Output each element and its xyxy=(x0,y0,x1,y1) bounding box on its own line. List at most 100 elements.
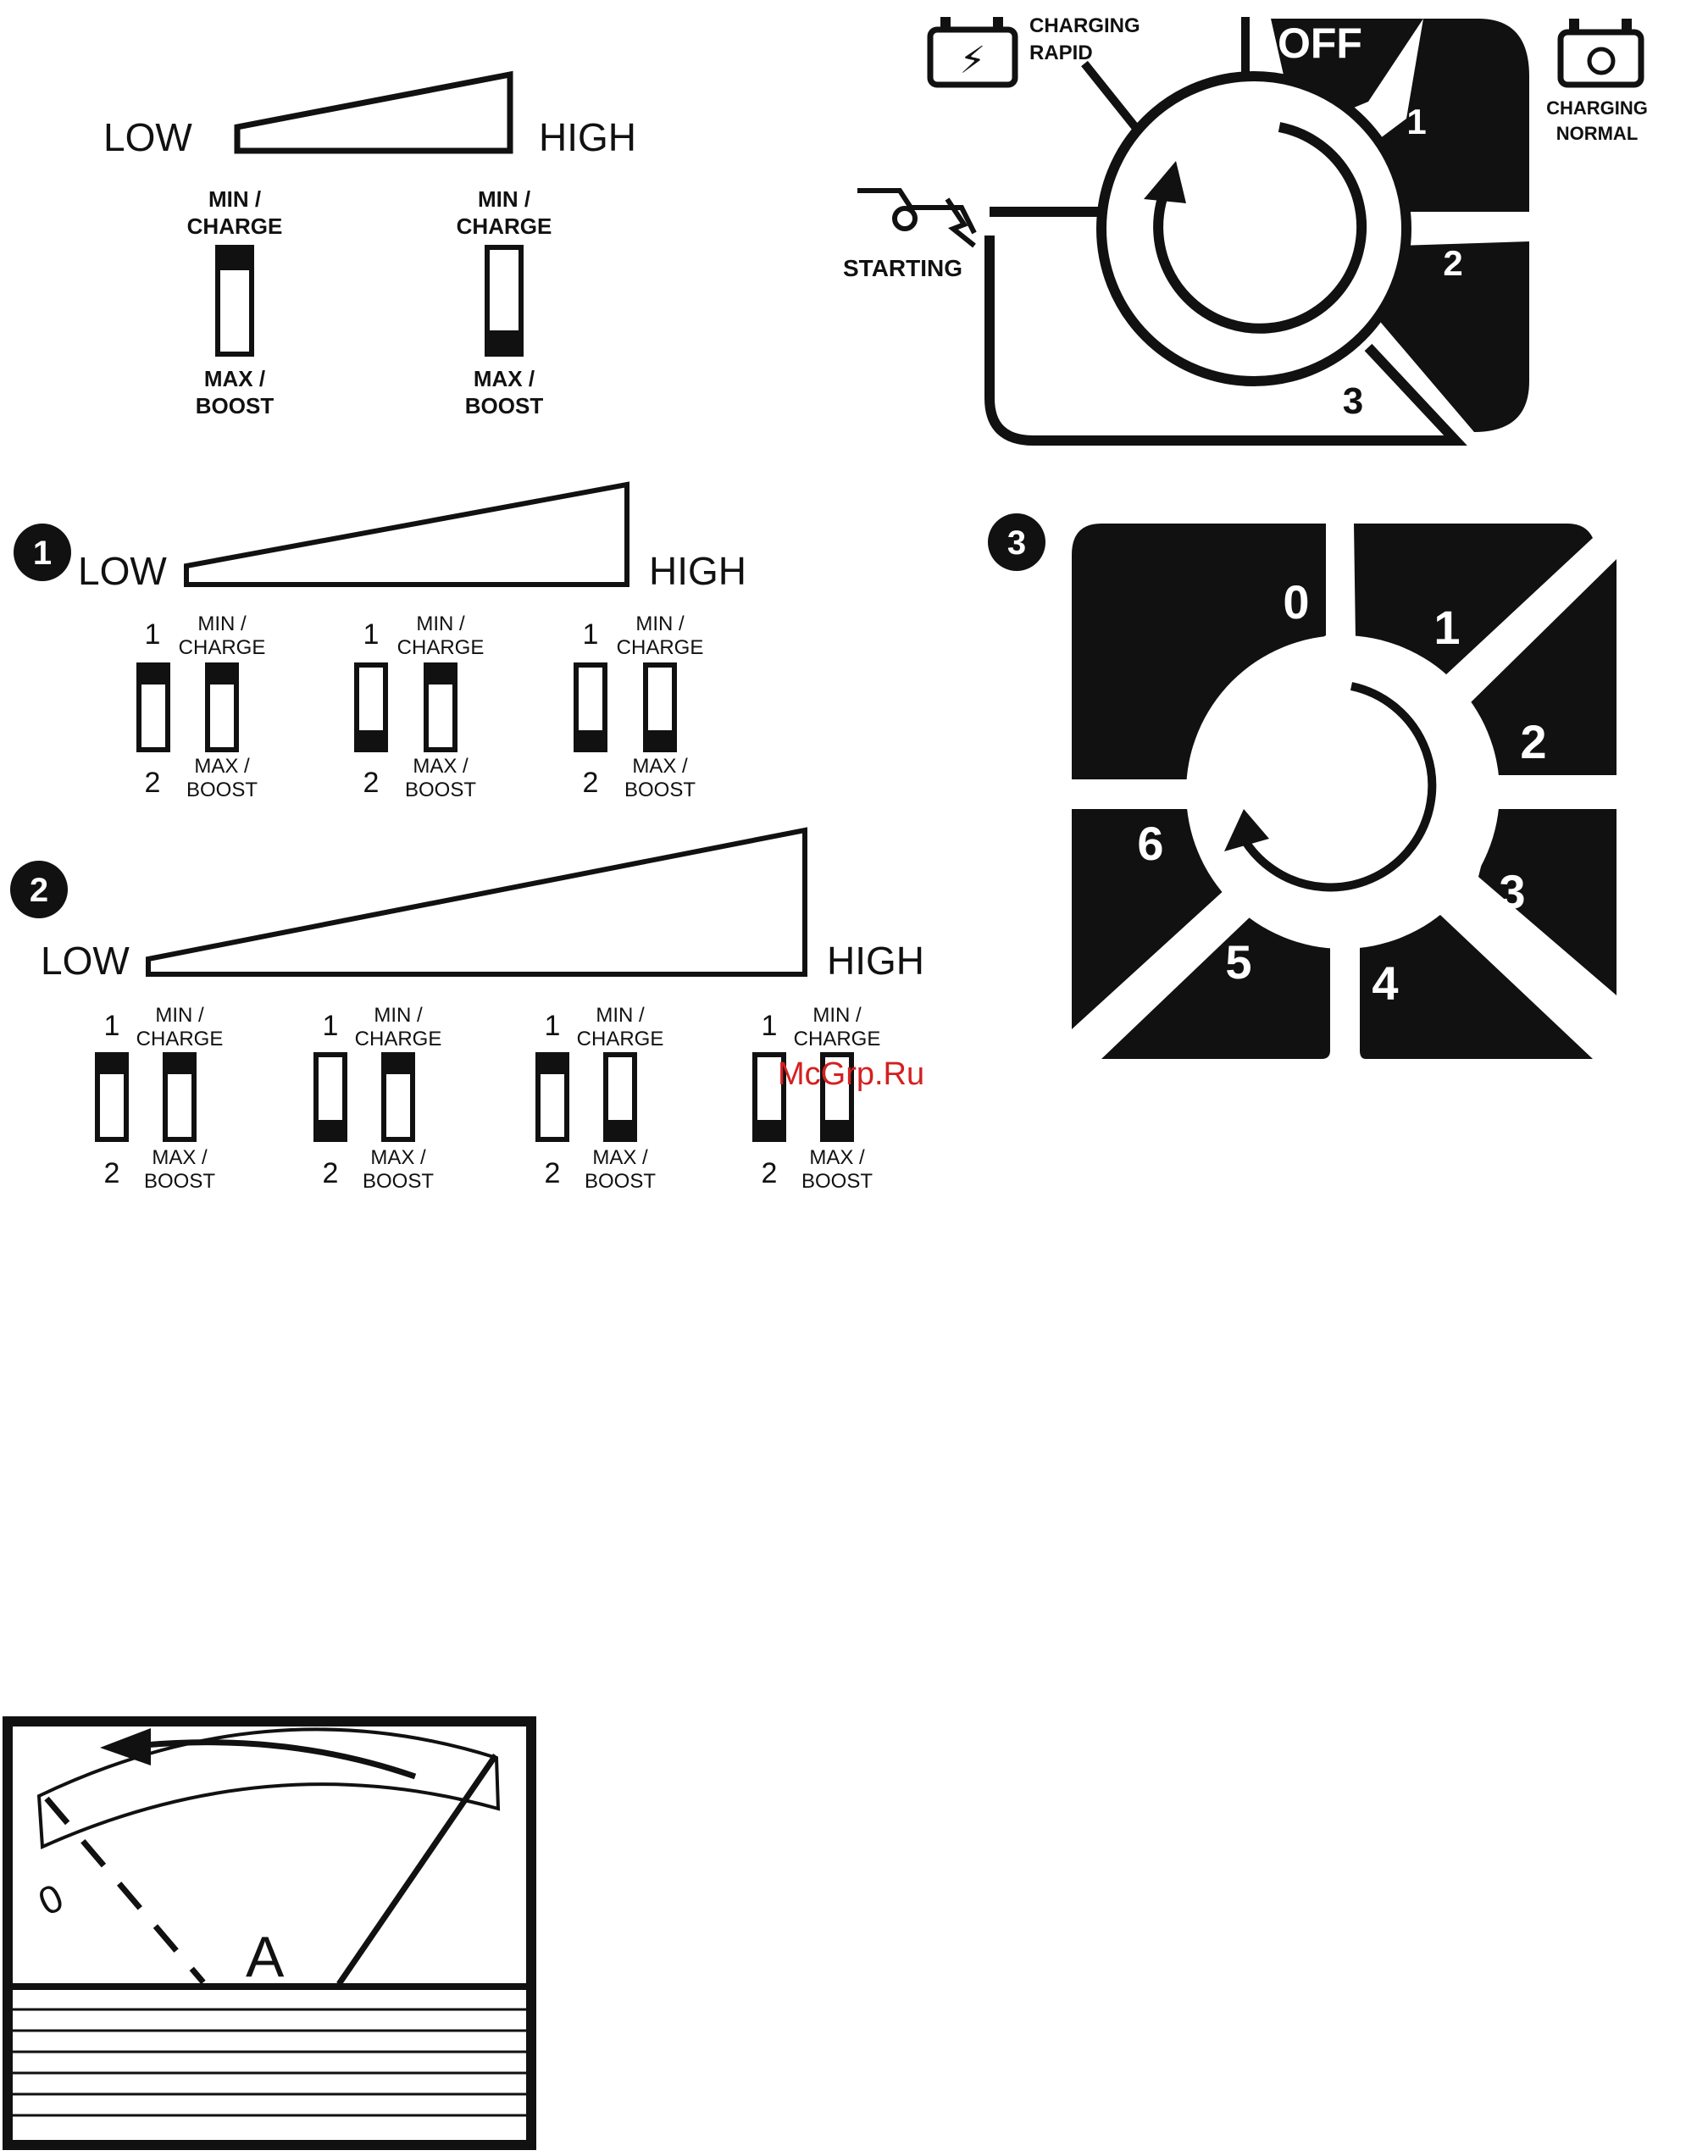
section-3-marker xyxy=(988,513,1045,571)
dial-position-label: 3 xyxy=(1343,380,1363,422)
switch-bottom-label: MAX / xyxy=(413,755,469,778)
svg-text:⚡: ⚡ xyxy=(960,40,986,81)
ammeter-zero-needle xyxy=(44,1796,206,1985)
switch-bottom-label: BOOST xyxy=(363,1170,434,1193)
dial-sector-3 xyxy=(1478,809,1616,995)
ammeter-direction-arc xyxy=(143,1739,417,1780)
position-2-label: 2 xyxy=(583,767,599,799)
position-1-label: 1 xyxy=(323,1010,339,1042)
switch-top-label: MIN / xyxy=(812,1004,862,1027)
section-1: 1 LOW HIGH 1 2 MIN / CHARGE MAX / BOOST … xyxy=(14,481,746,801)
switch-bottom-label: BOOST xyxy=(585,1170,656,1193)
top-scale-low-label: LOW xyxy=(103,115,192,159)
section-3: 3 0 1 2 3 4 5 6 xyxy=(988,513,1616,1059)
ammeter-needle xyxy=(336,1754,498,1986)
rocker-position xyxy=(541,1057,564,1074)
dial-position-label: 2 xyxy=(1443,243,1462,283)
switch-bottom-label: MAX / xyxy=(370,1146,426,1169)
switch-top-label: MIN / xyxy=(635,612,685,635)
switch-top-label: CHARGE xyxy=(355,1028,442,1050)
section-1-switch-pair-2: 1 2 MIN / CHARGE MAX / BOOST xyxy=(354,612,485,801)
ammeter-direction-arrow-icon xyxy=(100,1728,151,1765)
switch-top-label: CHARGE xyxy=(577,1028,664,1050)
switch-bottom-label: BOOST xyxy=(196,393,274,418)
seven-position-dial: 0 1 2 3 4 5 6 xyxy=(1072,524,1616,1059)
position-1-label: 1 xyxy=(363,618,380,651)
section-2-low-label: LOW xyxy=(41,939,130,983)
top-scale-high-label: HIGH xyxy=(539,115,636,159)
dial-position-label: 4 xyxy=(1372,956,1398,1010)
section-2-switch-pair-2: 1 2 MIN / CHARGE MAX / BOOST xyxy=(313,1004,442,1193)
charging-normal-label: CHARGING xyxy=(1546,97,1648,119)
rocker-position-top xyxy=(220,250,249,270)
switch-bottom-label: MAX / xyxy=(194,755,250,778)
rocker-position xyxy=(100,1057,124,1074)
switch-bottom-label: BOOST xyxy=(405,779,476,801)
dial-sector-6 xyxy=(1072,809,1227,1029)
switch-bottom-label: MAX / xyxy=(474,366,535,391)
dial-position-label: 0 xyxy=(1283,575,1309,629)
position-2-label: 2 xyxy=(145,767,161,799)
switch-bottom-label: BOOST xyxy=(801,1170,873,1193)
dial-rapid-line xyxy=(1081,60,1139,130)
switch-bottom-label: BOOST xyxy=(465,393,544,418)
rocker-position xyxy=(579,730,602,747)
top-switch-left: MIN / CHARGE MAX / BOOST xyxy=(187,186,283,418)
rocker-position xyxy=(210,668,234,684)
rotary-dial-charge-start: OFF 1 2 3 ⚡ CHARGING RAPID CHARGING NORM… xyxy=(843,14,1648,446)
position-1-label: 1 xyxy=(145,618,161,651)
switch-bottom-label: BOOST xyxy=(624,779,696,801)
switch-bottom-label: BOOST xyxy=(186,779,258,801)
dial-position-label: 5 xyxy=(1225,935,1251,989)
section-1-high-label: HIGH xyxy=(649,549,746,593)
switch-top-label: MIN / xyxy=(208,186,261,212)
rocker-position xyxy=(141,668,165,684)
dial-position-label: 1 xyxy=(1406,102,1426,141)
starting-icon xyxy=(857,188,977,248)
switch-top-label: CHARGE xyxy=(397,636,485,659)
switch-bottom-label: MAX / xyxy=(632,755,688,778)
charging-normal-icon xyxy=(1557,19,1644,88)
charging-rapid-label: RAPID xyxy=(1029,42,1093,64)
switch-top-label: MIN / xyxy=(478,186,530,212)
dial-center xyxy=(1186,635,1500,949)
position-2-label: 2 xyxy=(104,1157,120,1189)
position-1-label: 1 xyxy=(583,618,599,651)
dial-sector-5 xyxy=(1101,915,1330,1059)
dial-rotation-arc xyxy=(1237,682,1437,892)
dial-off-label: OFF xyxy=(1278,19,1362,67)
switch-bottom-label: MAX / xyxy=(204,366,265,391)
dial-sector-4 xyxy=(1360,915,1593,1059)
switch-top-label: CHARGE xyxy=(457,213,552,239)
top-scale: LOW HIGH MIN / CHARGE MAX / BOOST MIN / … xyxy=(103,70,636,418)
switch-bottom-label: BOOST xyxy=(144,1170,215,1193)
section-2-switch-pair-1: 1 2 MIN / CHARGE MAX / BOOST xyxy=(95,1004,224,1193)
rocker-position xyxy=(386,1057,410,1074)
switch-bottom-label: MAX / xyxy=(592,1146,648,1169)
switch-top-label: CHARGE xyxy=(794,1028,881,1050)
watermark-text: McGrp.Ru xyxy=(778,1056,924,1092)
position-2-label: 2 xyxy=(363,767,380,799)
dial-rotation-arrow-icon xyxy=(1224,809,1269,851)
rocker-position xyxy=(429,668,452,684)
switch-top-label: CHARGE xyxy=(617,636,704,659)
dial-sector-0 xyxy=(1072,524,1326,779)
dial-sector-2 xyxy=(1470,559,1616,775)
section-1-switch-pair-1: 1 2 MIN / CHARGE MAX / BOOST xyxy=(136,612,265,801)
section-2-switch-pair-4: 1 2 MIN / CHARGE MAX / BOOST xyxy=(752,1004,881,1193)
switch-top-label: MIN / xyxy=(374,1004,423,1027)
rocker-position xyxy=(319,1120,342,1137)
position-1-label: 1 xyxy=(762,1010,778,1042)
rocker-position xyxy=(757,1120,781,1137)
switch-top-label: CHARGE xyxy=(136,1028,224,1050)
section-1-low-label: LOW xyxy=(78,549,167,593)
rocker-position xyxy=(648,730,672,747)
charging-normal-label: NORMAL xyxy=(1556,123,1639,144)
switch-top-label: MIN / xyxy=(155,1004,204,1027)
switch-bottom-label: MAX / xyxy=(152,1146,208,1169)
section-1-wedge xyxy=(184,481,629,587)
section-3-marker-number: 3 xyxy=(1007,524,1026,562)
position-2-label: 2 xyxy=(323,1157,339,1189)
ammeter-unit-label: A xyxy=(246,1925,285,1989)
